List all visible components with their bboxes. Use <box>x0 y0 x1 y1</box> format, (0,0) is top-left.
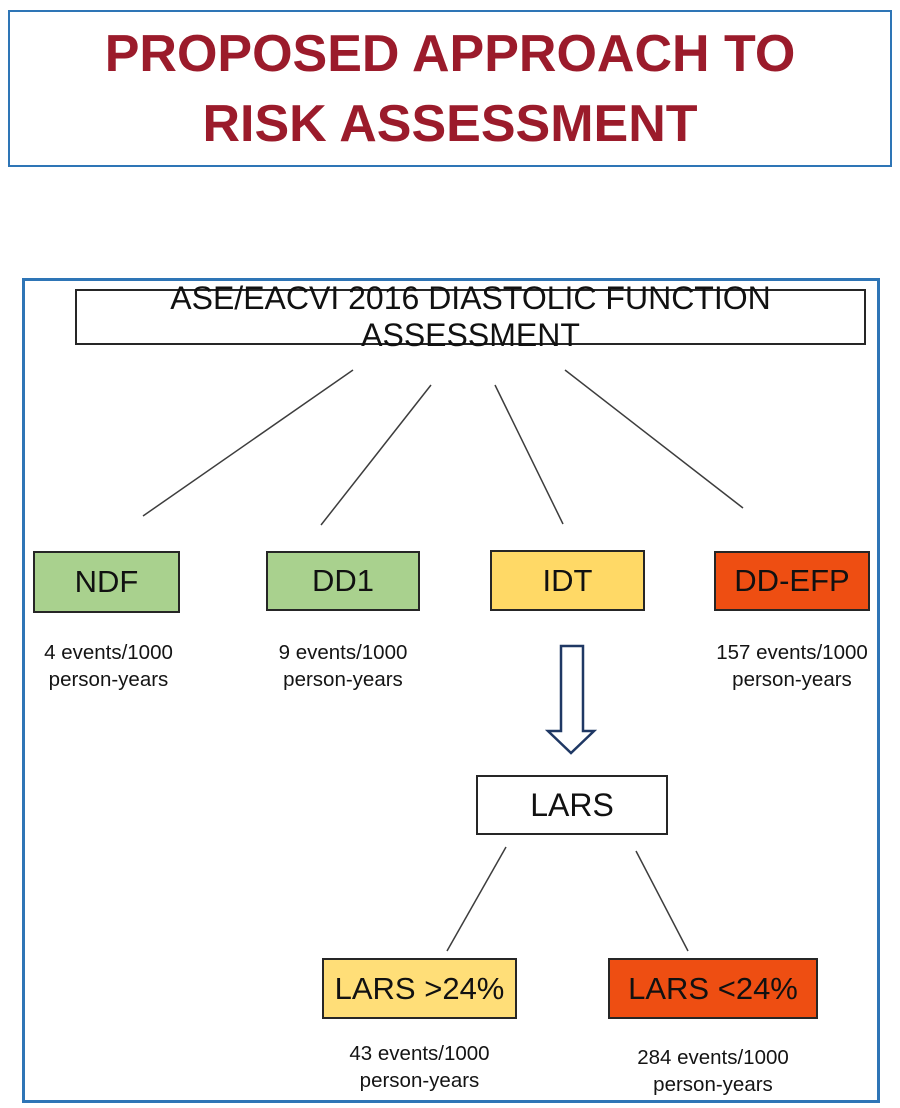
flowchart-panel: ASE/EACVI 2016 DIASTOLIC FUNCTION ASSESS… <box>22 278 880 1103</box>
node-ndf: NDF <box>33 551 180 613</box>
rate-ndf-line1: 4 events/1000 <box>44 641 173 664</box>
node-lars-low: LARS <24% <box>608 958 818 1019</box>
rate-lars-high-line1: 43 events/1000 <box>349 1042 490 1065</box>
rate-lars-low: 284 events/1000 person-years <box>603 1044 823 1098</box>
node-lars-label: LARS <box>530 786 614 823</box>
node-lars-low-label: LARS <24% <box>628 970 798 1006</box>
down-arrow-icon <box>544 644 598 755</box>
node-dd1: DD1 <box>266 551 420 611</box>
node-root: ASE/EACVI 2016 DIASTOLIC FUNCTION ASSESS… <box>75 280 866 353</box>
rate-dd1: 9 events/1000 person-years <box>261 639 425 693</box>
fan-lines <box>142 369 744 952</box>
rate-dd-efp-line1: 157 events/1000 <box>716 641 868 664</box>
page-title: PROPOSED APPROACH TO RISK ASSESSMENT <box>104 24 796 153</box>
node-idt: IDT <box>490 550 645 611</box>
rate-dd1-line1: 9 events/1000 <box>278 641 408 664</box>
node-root-label: ASE/EACVI 2016 DIASTOLIC FUNCTION ASSESS… <box>170 280 771 353</box>
rate-lars-low-line1: 284 events/1000 <box>637 1046 789 1069</box>
rate-dd1-line2: person-years <box>283 668 403 691</box>
node-lars: LARS <box>476 775 668 835</box>
node-idt-label: IDT <box>542 562 593 598</box>
rate-ndf: 4 events/1000 person-years <box>21 639 196 693</box>
node-dd-efp: DD-EFP <box>714 551 870 611</box>
node-lars-high-label: LARS >24% <box>334 970 505 1006</box>
rate-dd-efp-line2: person-years <box>732 668 852 691</box>
rate-lars-high-line2: person-years <box>359 1069 480 1092</box>
rate-ndf-line2: person-years <box>48 668 169 691</box>
rate-lars-low-line2: person-years <box>653 1073 773 1096</box>
node-ndf-label: NDF <box>74 564 139 599</box>
node-dd1-label: DD1 <box>311 563 374 598</box>
rate-dd-efp: 157 events/1000 person-years <box>704 639 880 693</box>
rate-lars-high: 43 events/1000 person-years <box>317 1040 522 1094</box>
node-lars-high: LARS >24% <box>322 958 517 1019</box>
connector-lines <box>142 369 744 952</box>
node-dd-efp-label: DD-EFP <box>734 563 850 598</box>
title-banner: PROPOSED APPROACH TO RISK ASSESSMENT <box>8 10 892 167</box>
